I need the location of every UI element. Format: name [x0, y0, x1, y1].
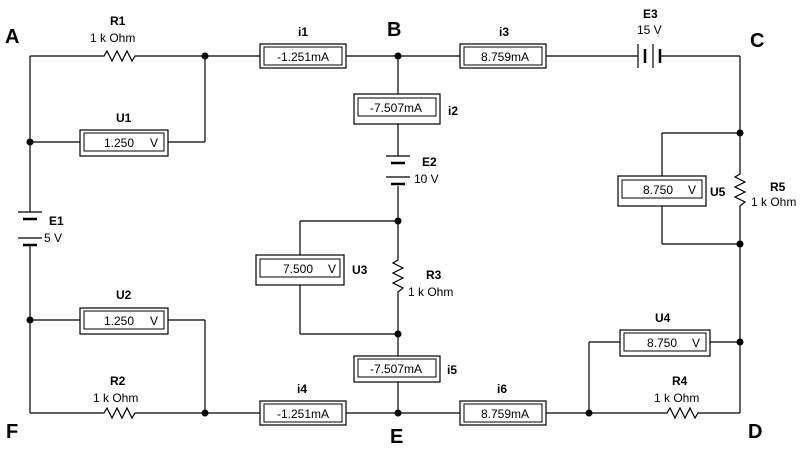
e2-name: E2 — [422, 155, 437, 169]
ammeter-i4: -1.251mA i4 — [259, 382, 347, 426]
r2-name: R2 — [110, 374, 126, 388]
voltmeter-u3: 7.500 V U3 — [255, 254, 368, 286]
u3-name: U3 — [352, 263, 368, 277]
e3-name: E3 — [643, 7, 658, 21]
i6-reading: 8.759mA — [481, 407, 529, 421]
u1-name: U1 — [116, 111, 132, 125]
r4-name: R4 — [672, 374, 688, 388]
ammeter-i2: -7.507mA i2 — [353, 93, 458, 125]
r4-value: 1 k Ohm — [654, 391, 699, 405]
r3-value: 1 k Ohm — [408, 285, 453, 299]
i2-name: i2 — [448, 104, 458, 118]
ammeter-i3: 8.759mA i3 — [459, 25, 547, 69]
battery-e1: E1 5 V — [18, 211, 64, 247]
r2-value: 1 k Ohm — [93, 391, 138, 405]
voltmeter-u2: 1.250 V U2 — [79, 288, 169, 335]
i3-reading: 8.759mA — [481, 50, 529, 64]
r3-name: R3 — [426, 268, 442, 282]
u4-reading: 8.750 — [647, 336, 677, 350]
node-label-e: E — [390, 426, 403, 448]
resistor-r1: R1 1 k Ohm — [90, 14, 140, 63]
e1-name: E1 — [49, 214, 64, 228]
i4-reading: -1.251mA — [277, 407, 329, 421]
i5-name: i5 — [447, 363, 457, 377]
junction-dots — [26, 52, 744, 417]
u3-unit: V — [328, 262, 336, 276]
wires — [29, 55, 741, 414]
voltmeter-u4: 8.750 V U4 — [619, 311, 711, 357]
r1-value: 1 k Ohm — [90, 31, 135, 45]
voltmeter-u5: 8.750 V U5 — [617, 175, 726, 207]
u3-reading: 7.500 — [283, 262, 313, 276]
resistor-r2: R2 1 k Ohm — [93, 374, 140, 420]
node-label-a: A — [5, 26, 19, 48]
e1-value: 5 V — [44, 231, 62, 245]
ammeter-i6: 8.759mA i6 — [459, 382, 547, 426]
u1-unit: V — [150, 136, 158, 150]
node-label-c: C — [750, 30, 764, 52]
u5-unit: V — [688, 183, 696, 197]
r5-value: 1 k Ohm — [751, 195, 796, 209]
ammeter-i5: -7.507mA i5 — [353, 355, 457, 383]
voltmeter-u1: 1.250 V U1 — [79, 111, 169, 157]
battery-e2: E2 10 V — [386, 155, 439, 186]
u2-reading: 1.250 — [104, 314, 134, 328]
resistor-r3: R3 1 k Ohm — [391, 256, 453, 300]
i6-name: i6 — [497, 382, 507, 396]
battery-e3: E3 15 V — [637, 7, 662, 68]
r1-name: R1 — [110, 14, 126, 28]
resistor-r5: R5 1 k Ohm — [733, 170, 796, 212]
e3-value: 15 V — [637, 23, 662, 37]
i1-name: i1 — [298, 25, 308, 39]
i5-reading: -7.507mA — [370, 362, 422, 376]
u4-name: U4 — [655, 311, 671, 325]
i4-name: i4 — [297, 382, 307, 396]
node-label-d: D — [748, 421, 762, 443]
i2-reading: -7.507mA — [370, 101, 422, 115]
e2-value: 10 V — [414, 172, 439, 186]
u1-reading: 1.250 — [104, 136, 134, 150]
node-label-f: F — [6, 421, 18, 443]
u2-unit: V — [150, 314, 158, 328]
u5-name: U5 — [710, 185, 726, 199]
i3-name: i3 — [499, 25, 509, 39]
ammeter-i1: -1.251mA i1 — [259, 25, 347, 69]
u2-name: U2 — [116, 288, 132, 302]
u4-unit: V — [692, 336, 700, 350]
r5-name: R5 — [770, 180, 786, 194]
i1-reading: -1.251mA — [277, 50, 329, 64]
u5-reading: 8.750 — [643, 183, 673, 197]
node-label-b: B — [387, 19, 401, 41]
resistor-r4: R4 1 k Ohm — [654, 374, 700, 420]
